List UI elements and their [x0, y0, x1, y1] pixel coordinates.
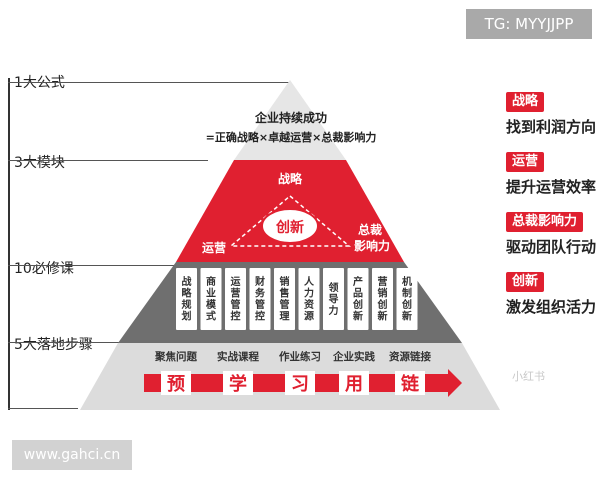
step-label: 作业练习 — [279, 350, 321, 363]
course-label-char: 务 — [255, 287, 266, 300]
course-label-char: 制 — [402, 287, 412, 300]
site-watermark-badge: www.gahci.cn — [12, 440, 132, 470]
course-label-char: 销 — [378, 287, 388, 300]
course-label-char: 资 — [304, 298, 314, 311]
operation-label: 运营 — [202, 240, 226, 255]
scale-label-modules: 3大模块 — [14, 155, 65, 171]
course-label-char: 管 — [231, 298, 241, 311]
step-char: 学 — [229, 373, 247, 395]
step-char: 习 — [291, 374, 309, 395]
course-label-char: 营 — [378, 275, 388, 288]
course-label-char: 管 — [280, 298, 290, 311]
course-label-char: 模 — [206, 298, 217, 311]
step-char-box — [223, 371, 253, 395]
faint-logo: 小红书 — [512, 370, 545, 383]
course-label-char: 运 — [231, 276, 241, 288]
course-card — [200, 268, 222, 330]
scale-label-steps: 5大落地步骤 — [14, 337, 93, 353]
pyramid-top-tier — [234, 80, 346, 160]
level-guide-line — [8, 342, 153, 343]
top-formula: =正确战略×卓越运营×总裁影响力 — [206, 130, 377, 144]
course-label-char: 源 — [304, 310, 314, 323]
course-label-char: 力 — [329, 304, 339, 317]
step-label: 资源链接 — [389, 350, 431, 363]
level-guide-line — [8, 160, 208, 161]
innovation-label: 创新 — [275, 219, 304, 236]
course-label-char: 创 — [352, 298, 363, 311]
level-guide-line — [8, 82, 290, 83]
legend-tag-operation: 运营 — [506, 152, 545, 172]
legend-text-influence: 驱动团队行动 — [506, 238, 597, 256]
course-card — [176, 268, 197, 330]
level-guide-line — [8, 265, 183, 266]
step-label: 实战课程 — [217, 350, 259, 363]
legend-text-strategy: 找到利润方向 — [506, 118, 597, 136]
step-char-box — [395, 371, 425, 395]
innovation-oval — [261, 208, 319, 244]
course-label-char: 创 — [401, 298, 412, 311]
step-char-box — [339, 371, 369, 395]
influence-label-line2: 影响力 — [354, 238, 390, 253]
course-label-char: 财 — [254, 275, 265, 288]
course-label-char: 划 — [182, 310, 192, 323]
legend-text-innovation: 激发组织活力 — [506, 298, 597, 316]
course-card — [347, 268, 369, 330]
course-label-char: 机 — [402, 275, 412, 288]
course-card — [372, 268, 393, 330]
course-label-char: 品 — [353, 288, 363, 300]
legend-tag-influence: 总裁影响力 — [506, 212, 584, 232]
scale-label-formula: 1大公式 — [14, 75, 65, 91]
course-card — [249, 268, 271, 330]
course-card — [396, 268, 418, 330]
step-char: 预 — [167, 374, 185, 395]
dashed-triangle — [228, 195, 352, 247]
step-char: 用 — [345, 374, 363, 395]
course-label-char: 人 — [304, 275, 315, 288]
course-label-char: 略 — [182, 287, 193, 300]
legend-tag-innovation: 创新 — [506, 272, 545, 292]
course-label-char: 式 — [206, 310, 216, 323]
strategy-label: 战略 — [278, 171, 303, 186]
scale-axis-line — [8, 78, 10, 410]
course-label-char: 新 — [353, 310, 363, 323]
course-label-char: 销 — [280, 275, 290, 288]
course-label-char: 战 — [182, 275, 192, 288]
level-guide-line — [8, 408, 78, 409]
course-card — [298, 268, 320, 330]
tg-watermark-badge: TG: MYYJJPP — [466, 9, 592, 39]
course-label-char: 售 — [280, 287, 290, 300]
course-label-char: 商 — [206, 275, 216, 288]
course-card — [274, 268, 295, 330]
step-label: 企业实践 — [332, 350, 375, 363]
course-label-char: 新 — [378, 310, 388, 323]
course-label-char: 控 — [255, 310, 265, 323]
legend-text-operation: 提升运营效率 — [506, 178, 597, 196]
top-title: 企业持续成功 — [254, 110, 327, 125]
course-label-char: 创 — [377, 298, 388, 311]
course-label-char: 管 — [255, 298, 265, 311]
course-label-char: 控 — [231, 310, 241, 323]
influence-label-line1: 总裁 — [358, 222, 382, 237]
legend-tag-strategy: 战略 — [506, 92, 545, 112]
step-label: 聚焦问题 — [154, 350, 197, 363]
course-label-char: 导 — [329, 293, 339, 305]
course-label-char: 业 — [206, 287, 216, 300]
course-label-char: 领 — [329, 281, 339, 294]
step-char-box — [161, 371, 191, 395]
course-label-char: 产 — [353, 275, 363, 288]
step-char: 链 — [401, 373, 420, 395]
course-label-char: 规 — [182, 298, 192, 311]
course-label-char: 力 — [304, 287, 314, 300]
course-card — [225, 268, 246, 330]
course-label-char: 理 — [280, 311, 290, 323]
course-label-char: 新 — [402, 310, 412, 323]
step-char-box — [285, 371, 315, 395]
course-card — [323, 268, 344, 330]
course-label-char: 营 — [231, 287, 241, 300]
